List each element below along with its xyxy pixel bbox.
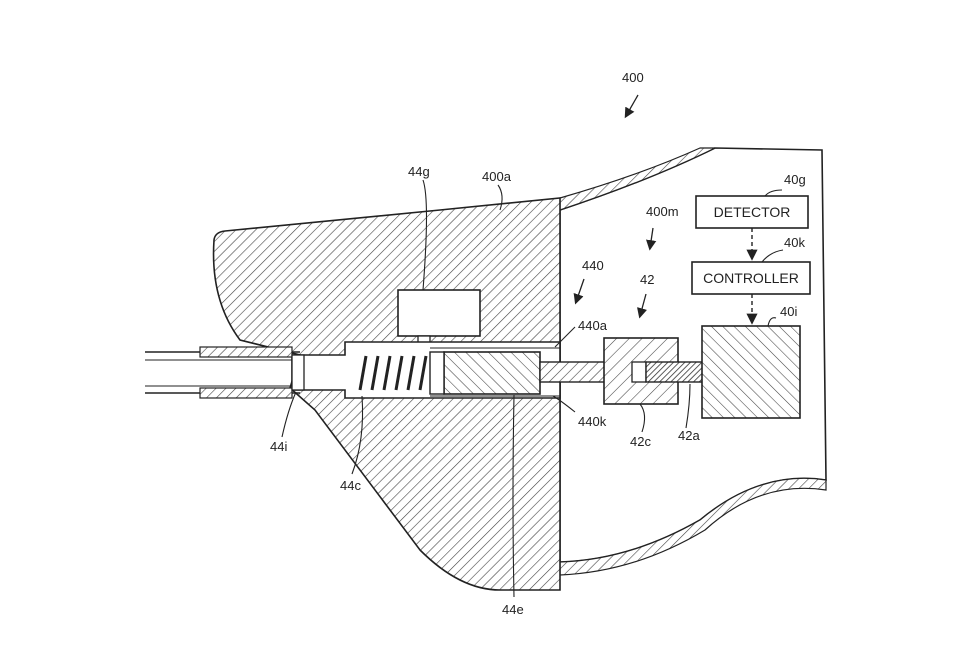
ref-44g: 44g xyxy=(408,164,430,179)
ref-400: 400 xyxy=(622,70,644,85)
ref-400a: 400a xyxy=(482,169,512,184)
ref-42a: 42a xyxy=(678,428,700,443)
ref-400m: 400m xyxy=(646,204,679,219)
ref-40k: 40k xyxy=(784,235,805,250)
ref-44i: 44i xyxy=(270,439,287,454)
tube xyxy=(145,347,304,398)
ref-440k: 440k xyxy=(578,414,607,429)
ref-440a: 440a xyxy=(578,318,608,333)
actuator-42 xyxy=(540,338,704,404)
motor-block-40i xyxy=(702,326,800,418)
ref-40g: 40g xyxy=(784,172,806,187)
detector-label: DETECTOR xyxy=(714,204,791,220)
rod-42a xyxy=(646,362,704,382)
ref-40i: 40i xyxy=(780,304,797,319)
detector-box: DETECTOR xyxy=(696,196,808,228)
ref-440: 440 xyxy=(582,258,604,273)
controller-label: CONTROLLER xyxy=(703,270,799,286)
controller-box: CONTROLLER xyxy=(692,262,810,294)
piston-44e xyxy=(444,352,540,394)
ref-44e: 44e xyxy=(502,602,524,617)
ref-42c: 42c xyxy=(630,434,651,449)
ref-44c: 44c xyxy=(340,478,361,493)
ref-42: 42 xyxy=(640,272,654,287)
